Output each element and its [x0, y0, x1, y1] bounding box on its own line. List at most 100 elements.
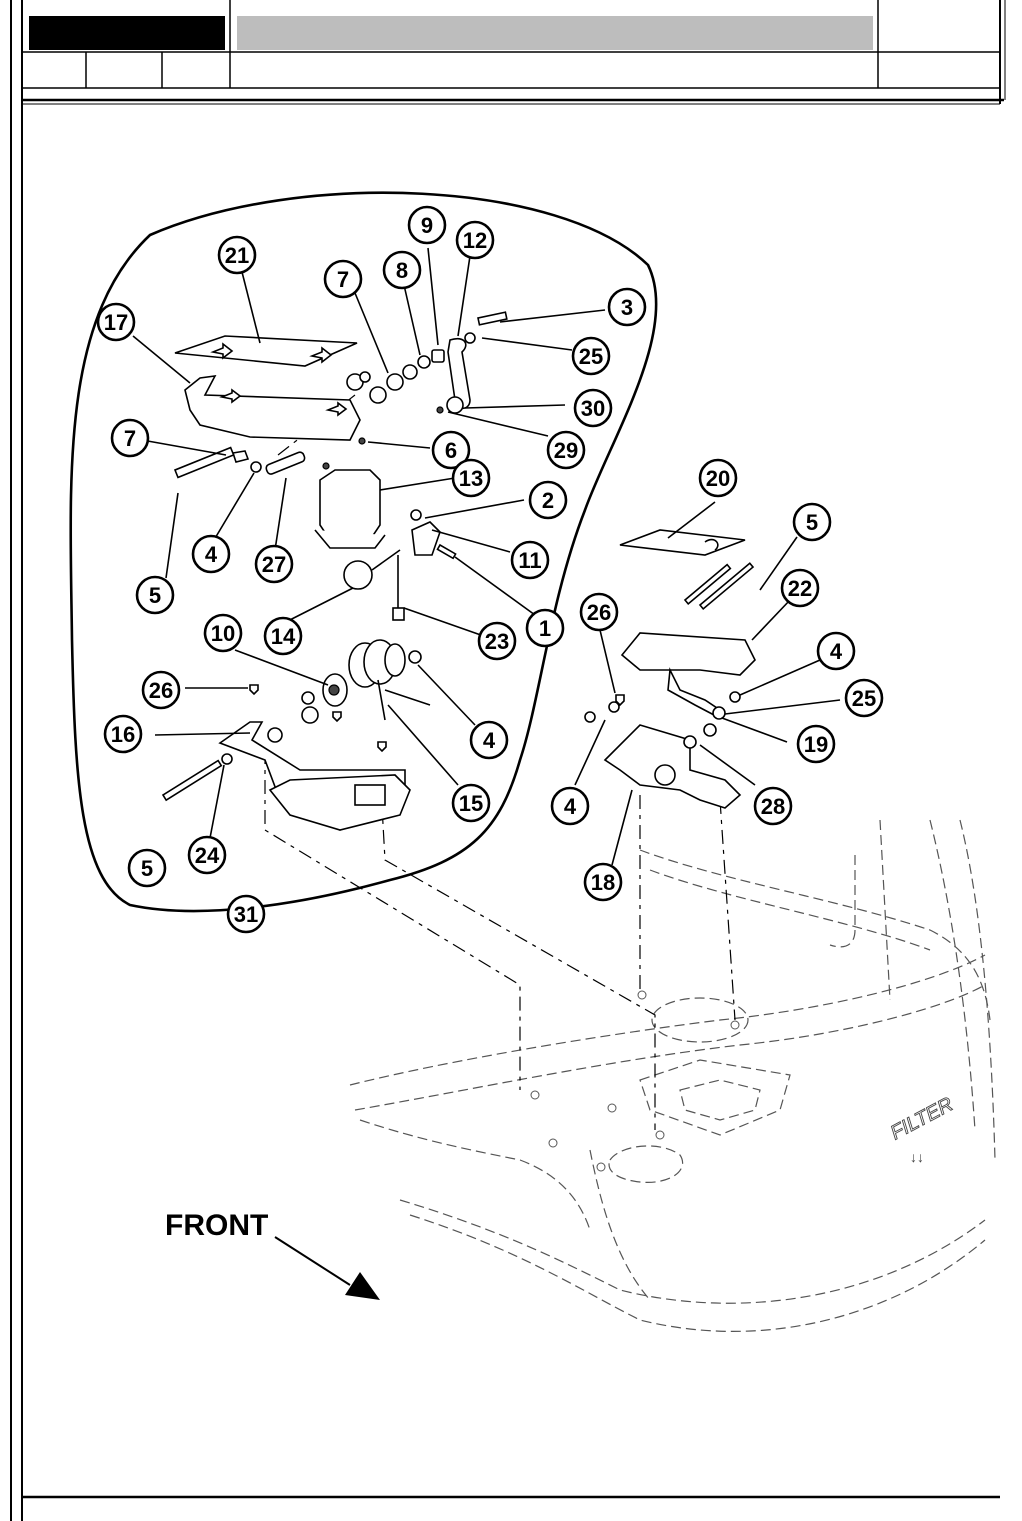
callout-number: 29	[554, 438, 578, 463]
callout-circle	[103, 714, 143, 754]
callout-circle	[96, 302, 136, 342]
callout-number: 24	[195, 843, 220, 868]
callout-circle	[141, 670, 181, 710]
switch-box-13	[319, 469, 381, 541]
callout-circle	[254, 544, 294, 584]
callout-number: 25	[579, 344, 603, 369]
pedal-22	[620, 632, 756, 676]
callout-number: 20	[706, 466, 730, 491]
title-block	[10, 0, 1006, 1521]
callout-number: 4	[205, 542, 218, 567]
callout-15: 15	[451, 783, 491, 823]
callout-circle	[607, 287, 647, 327]
callout-circle	[382, 250, 422, 290]
callout-circle	[217, 235, 257, 275]
callout-circle	[510, 540, 550, 580]
callout-circle	[477, 621, 517, 661]
callout-number: 14	[271, 624, 296, 649]
callout-27: 27	[254, 544, 294, 584]
title-block-gray-bar	[237, 16, 873, 50]
callout-circle	[226, 894, 266, 934]
callout-circle	[135, 575, 175, 615]
callout-7: 7	[323, 259, 363, 299]
callout-circle	[187, 835, 227, 875]
switch-group	[314, 469, 457, 621]
callout-number: 7	[337, 267, 349, 292]
callout-number: 17	[104, 310, 128, 335]
callout-circle	[753, 786, 793, 826]
callout-number: 26	[587, 600, 611, 625]
callout-number: 2	[542, 488, 554, 513]
callout-circle	[816, 631, 856, 671]
callout-number: 27	[262, 552, 286, 577]
callout-number: 18	[591, 870, 615, 895]
callout-circle	[528, 480, 568, 520]
callout-2: 2	[528, 480, 568, 520]
callout-13: 13	[451, 458, 491, 498]
callout-number: 7	[124, 426, 136, 451]
callout-circle	[546, 430, 586, 470]
callout-number: 13	[459, 466, 483, 491]
accelerator-pad-21	[174, 335, 358, 367]
callout-4: 4	[191, 534, 231, 574]
callout-number: 21	[225, 243, 249, 268]
callout-circle	[191, 534, 231, 574]
callout-number: 28	[761, 794, 785, 819]
bracket-18	[603, 724, 742, 809]
pad-20	[619, 529, 746, 556]
callout-number: 12	[463, 228, 487, 253]
callout-number: 22	[788, 576, 812, 601]
callout-3: 3	[607, 287, 647, 327]
callout-5: 5	[792, 502, 832, 542]
callout-number: 16	[111, 722, 135, 747]
callout-circle	[263, 616, 303, 656]
callout-26: 26	[141, 670, 181, 710]
callout-14: 14	[263, 616, 303, 656]
assembly-outline	[69, 191, 658, 913]
callout-number: 10	[211, 621, 235, 646]
callout-9: 9	[407, 205, 447, 245]
callout-number: 26	[149, 678, 173, 703]
callout-circle	[792, 502, 832, 542]
callout-31: 31	[226, 894, 266, 934]
callout-17: 17	[96, 302, 136, 342]
callout-number: 5	[806, 510, 818, 535]
callout-10: 10	[203, 613, 243, 653]
callout-22: 22	[780, 568, 820, 608]
callout-number: 6	[445, 438, 457, 463]
callout-24: 24	[187, 835, 227, 875]
callout-circle	[110, 418, 150, 458]
callout-7: 7	[110, 418, 150, 458]
title-block-black-bar	[29, 16, 225, 50]
callout-6: 6	[431, 430, 471, 470]
vehicle-body-outline	[349, 819, 996, 1333]
callout-number: 5	[141, 856, 153, 881]
callout-21: 21	[217, 235, 257, 275]
callout-circle	[127, 848, 167, 888]
callout-number: 23	[485, 629, 509, 654]
callout-number: 4	[830, 639, 843, 664]
lower-mount-group	[161, 639, 431, 831]
leader-lines	[132, 247, 841, 866]
callout-circle	[451, 458, 491, 498]
front-label: FRONT	[165, 1209, 268, 1242]
callout-circle	[431, 430, 471, 470]
callouts-layer: 1234444555677891011121314151617181920212…	[96, 205, 884, 934]
callout-circle	[579, 592, 619, 632]
callout-circle	[525, 608, 565, 648]
callout-number: 5	[149, 583, 161, 608]
callout-29: 29	[546, 430, 586, 470]
callout-number: 25	[852, 686, 876, 711]
callout-number: 1	[539, 616, 551, 641]
callout-number: 4	[483, 728, 496, 753]
callout-number: 31	[234, 902, 258, 927]
callout-number: 8	[396, 258, 408, 283]
callout-28: 28	[753, 786, 793, 826]
callout-circle	[469, 720, 509, 760]
callout-25: 25	[844, 678, 884, 718]
callout-circle	[571, 336, 611, 376]
upper-pedal-group	[173, 311, 508, 479]
callout-26: 26	[579, 592, 619, 632]
callout-number: 30	[581, 396, 605, 421]
